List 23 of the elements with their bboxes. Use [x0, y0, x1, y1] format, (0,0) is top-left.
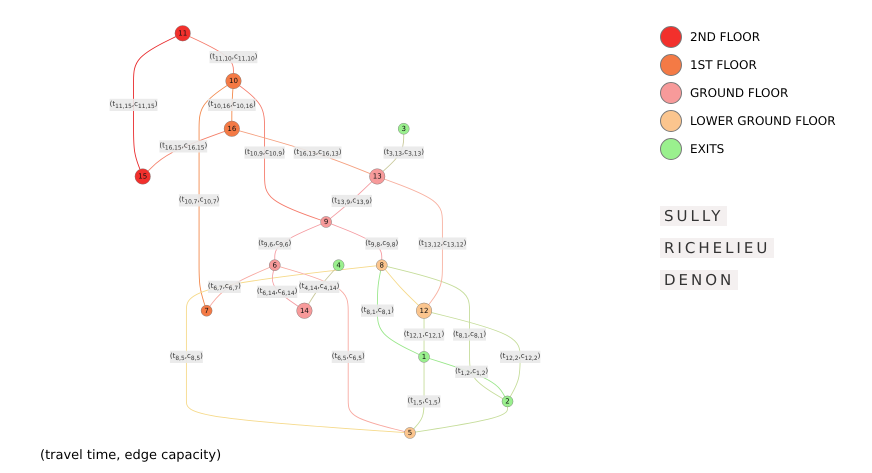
caption: (travel time, edge capacity) — [40, 448, 222, 463]
connector — [330, 181, 372, 219]
wing-label: RICHELIEU — [660, 238, 774, 258]
connector — [384, 178, 443, 305]
connector — [148, 130, 225, 172]
connector — [280, 266, 406, 432]
connector — [415, 406, 508, 433]
connector — [386, 266, 504, 400]
legend-label: 1ST FLOOR — [690, 58, 757, 72]
connector — [133, 36, 176, 170]
legend-label: 2ND FLOOR — [690, 30, 760, 44]
wing-label: SULLY — [660, 206, 728, 226]
connector — [239, 85, 322, 221]
connector — [376, 270, 420, 355]
wing-label: DENON — [660, 270, 738, 290]
legend-label: EXITS — [690, 142, 724, 156]
connector — [238, 130, 370, 174]
legend-label: LOWER GROUND FLOOR — [690, 114, 836, 128]
connector — [384, 269, 419, 306]
legend-label: GROUND FLOOR — [690, 86, 788, 100]
connector — [198, 85, 228, 306]
connector — [428, 358, 506, 398]
connector — [431, 312, 521, 398]
